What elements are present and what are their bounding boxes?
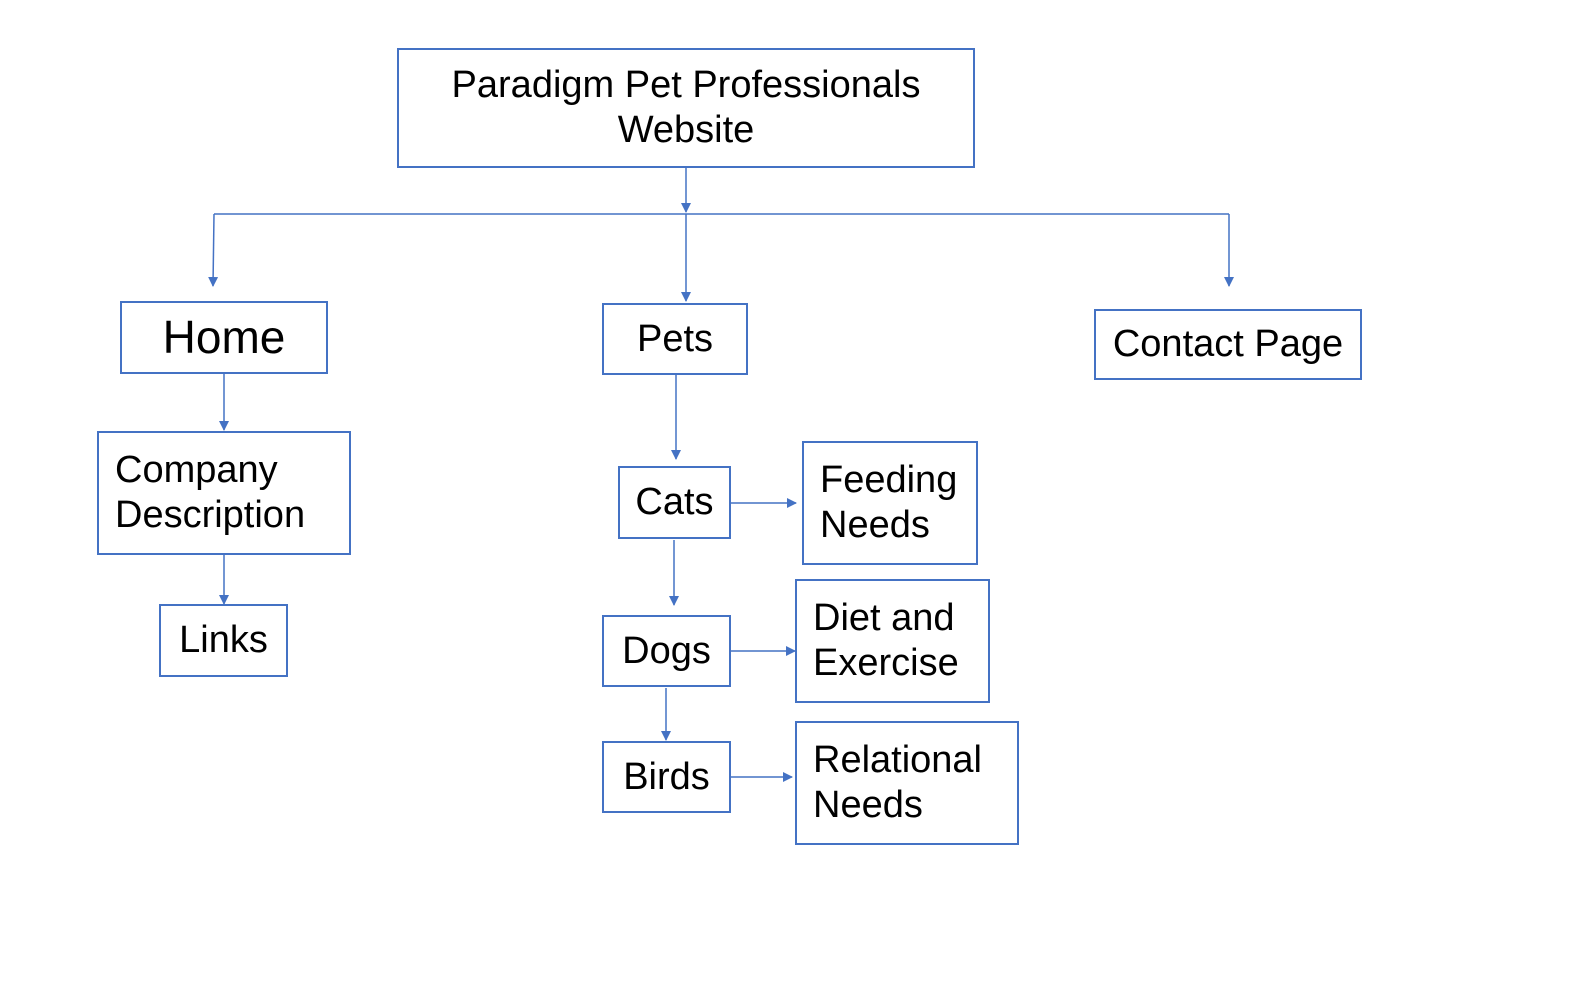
node-dogs-label: Dogs [622, 629, 711, 672]
connector-root-home [208, 213, 219, 287]
node-website-root-label: Paradigm Pet Professionals Website [451, 64, 921, 151]
node-feeding-needs-label: Feeding Needs [820, 459, 958, 546]
node-links-label: Links [179, 619, 268, 662]
node-diet-and-exercise: Diet and Exercise [795, 579, 990, 703]
node-contact-page: Contact Page [1094, 309, 1362, 380]
node-home: Home [120, 301, 328, 374]
node-diet-and-exercise-label: Diet and Exercise [813, 597, 959, 684]
node-cats: Cats [618, 466, 731, 539]
node-contact-page-label: Contact Page [1112, 323, 1344, 366]
node-birds-label: Birds [623, 755, 710, 798]
node-birds: Birds [602, 741, 731, 813]
node-pets-label: Pets [636, 317, 714, 360]
node-dogs: Dogs [602, 615, 731, 687]
node-pets: Pets [602, 303, 748, 375]
node-website-root: Paradigm Pet Professionals Website [397, 48, 975, 168]
node-relational-needs: Relational Needs [795, 721, 1019, 845]
node-links: Links [159, 604, 288, 677]
node-company-description-label: Company Description [115, 449, 306, 536]
node-relational-needs-label: Relational Needs [813, 739, 982, 826]
node-home-label: Home [162, 311, 286, 364]
node-feeding-needs: Feeding Needs [802, 441, 978, 565]
node-cats-label: Cats [635, 481, 714, 524]
node-company-description: Company Description [97, 431, 351, 555]
